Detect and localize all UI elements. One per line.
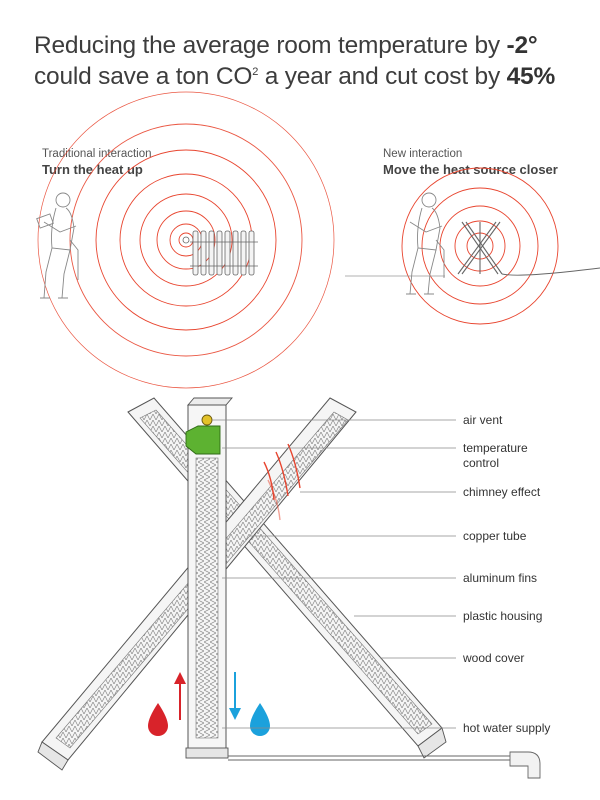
- callout-wood-cover: wood cover: [463, 651, 525, 665]
- new-title: Move the heat source closer: [383, 162, 558, 177]
- traditional-person: [36, 192, 79, 299]
- cold-water-drop-icon: [250, 703, 270, 736]
- temperature-control-block: [185, 425, 221, 455]
- headline-line-1: Reducing the average room temperature by…: [34, 30, 594, 61]
- traditional-title: Turn the heat up: [42, 162, 143, 177]
- chimney-effect-marks: [263, 443, 301, 521]
- callout-aluminum-fins: aluminum fins: [463, 571, 538, 585]
- headline: Reducing the average room temperature by…: [34, 30, 594, 92]
- new-person: [406, 192, 445, 295]
- traditional-caption: Traditional interaction: [42, 148, 152, 160]
- headline-text: a year and cut cost by: [258, 63, 507, 90]
- callout-air-vent: air vent: [463, 413, 503, 427]
- co2-subscript: 2: [252, 65, 259, 78]
- traditional-panel-label: Traditional interaction Turn the heat up: [42, 147, 152, 177]
- traditional-radiator: [182, 230, 258, 276]
- callout-leaders: [212, 419, 456, 729]
- callout-chimney-effect: chimney effect: [463, 485, 541, 499]
- headline-text: could save a ton CO: [34, 63, 253, 90]
- headline-line-2: could save a ton CO2 a year and cut cost…: [34, 61, 594, 92]
- supply-pipe: [228, 751, 541, 779]
- callout-plastic-housing: plastic housing: [463, 609, 543, 623]
- callout-copper-tube: copper tube: [463, 529, 527, 543]
- hot-water-drop-icon: [148, 703, 168, 736]
- savings-value: 45%: [506, 63, 556, 90]
- up-arrow-icon: [174, 672, 186, 684]
- new-panel-label: New interaction Move the heat source clo…: [383, 147, 558, 177]
- temperature-value: -2°: [506, 32, 538, 59]
- new-caption: New interaction: [383, 148, 463, 160]
- callout-hot-water-supply: hot water supply: [463, 721, 551, 735]
- callout-temperature-control-text: temperature control: [463, 441, 528, 470]
- callout-temperature-control: temperature control: [463, 441, 528, 471]
- down-arrow-icon: [229, 708, 241, 720]
- new-radiator: [457, 221, 600, 276]
- radiator-pillar: [185, 397, 233, 759]
- air-vent-knob: [201, 414, 213, 426]
- headline-text: Reducing the average room temperature by: [34, 32, 507, 59]
